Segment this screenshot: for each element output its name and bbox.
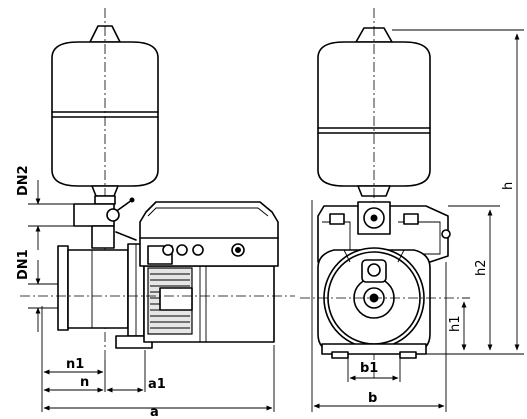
side-motor	[143, 265, 275, 343]
side-tank	[51, 25, 159, 197]
a-label: a	[150, 405, 159, 419]
side-pump-body	[57, 243, 153, 349]
side-controller	[139, 201, 279, 267]
h-label: h	[501, 182, 516, 190]
h2-label: h2	[474, 259, 489, 276]
front-motor	[317, 247, 431, 353]
side-view: DN2 DN1 n1 n a1	[16, 8, 295, 419]
b1-label: b1	[360, 361, 378, 376]
n1-label: n1	[66, 357, 84, 372]
dn1-label: DN1	[16, 249, 31, 280]
dn1-dimension: DN1	[16, 249, 58, 332]
n-label: n	[80, 375, 89, 390]
h-dimension: h	[392, 29, 524, 355]
front-base	[321, 343, 427, 359]
h1-label: h1	[448, 315, 463, 332]
h1-dimension: h1	[448, 297, 470, 351]
front-view: h h2 h1 b1 b	[300, 8, 524, 412]
side-valve	[73, 195, 137, 249]
a1-dimension: a1	[106, 377, 166, 393]
dn2-label: DN2	[16, 165, 31, 196]
a-dimension: a	[43, 405, 273, 419]
n1-dimension: n1	[43, 357, 104, 375]
b-label: b	[368, 391, 377, 406]
n-dimension: n	[43, 375, 104, 393]
a1-label: a1	[148, 377, 166, 392]
b1-dimension: b1	[347, 356, 401, 382]
front-controller	[317, 201, 451, 263]
b-dimension: b	[311, 200, 447, 412]
front-tank	[317, 27, 431, 197]
h2-dimension: h2	[448, 205, 500, 351]
dn2-dimension: DN2	[16, 165, 74, 250]
